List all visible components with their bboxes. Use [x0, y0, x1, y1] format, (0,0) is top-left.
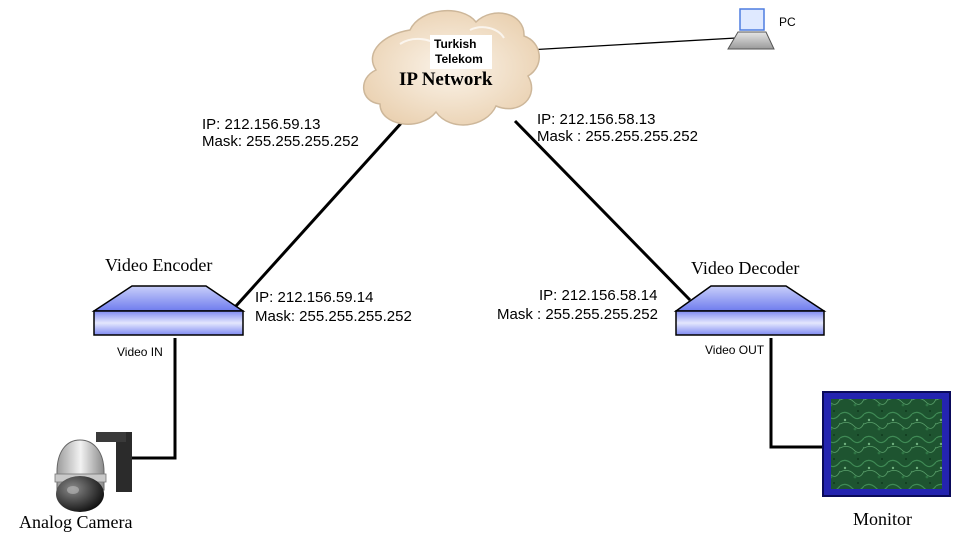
- pc-icon: [727, 8, 775, 50]
- connection-lines: [130, 37, 826, 460]
- cloud-label-line2: Telekom: [435, 52, 483, 66]
- cloud-label-line1: Turkish: [434, 37, 477, 51]
- monitor-icon: [822, 391, 951, 497]
- encoder-link-ip: IP: 212.156.59.13: [202, 116, 321, 133]
- video-encoder-title: Video Encoder: [105, 255, 213, 275]
- encoder-link-mask: Mask: 255.255.255.252: [202, 133, 359, 150]
- decoder-link-mask: Mask : 255.255.255.252: [537, 128, 698, 145]
- link-network-to-decoder: [513, 119, 692, 302]
- link-encoder-to-camera: [130, 338, 177, 460]
- video-decoder-title: Video Decoder: [691, 258, 800, 278]
- decoder-link-ip: IP: 212.156.58.13: [537, 111, 656, 128]
- encoder-port-label: Video IN: [117, 345, 163, 359]
- video-encoder-device: [91, 285, 246, 336]
- analog-camera-label: Analog Camera: [19, 512, 133, 532]
- link-network-to-pc: [527, 37, 737, 51]
- decoder-port-label: Video OUT: [705, 343, 765, 357]
- link-encoder-to-network: [234, 118, 406, 308]
- monitor-label: Monitor: [853, 509, 913, 529]
- encoder-ip: IP: 212.156.59.14: [255, 289, 374, 306]
- video-decoder-device: [673, 285, 827, 336]
- decoder-ip: IP: 212.156.58.14: [539, 287, 658, 304]
- link-decoder-to-monitor: [769, 338, 826, 449]
- ip-network-cloud: [363, 9, 540, 126]
- analog-camera-icon: [54, 432, 132, 512]
- decoder-mask: Mask : 255.255.255.252: [497, 306, 658, 323]
- encoder-mask: Mask: 255.255.255.252: [255, 308, 412, 325]
- cloud-label-ip-network: IP Network: [399, 69, 493, 90]
- pc-label: PC: [779, 15, 796, 29]
